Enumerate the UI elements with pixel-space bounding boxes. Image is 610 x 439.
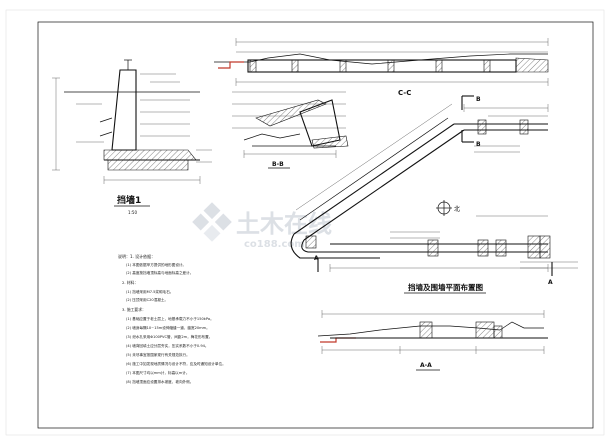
- note-line: (3) 泄水孔采用Φ100PVC管，间距2m，梅花形布置。: [126, 334, 212, 339]
- section-marker-a-left: A: [314, 255, 319, 262]
- drawing-frame: [37, 21, 594, 429]
- note-line: 3. 施工要求：: [122, 307, 146, 312]
- section-bb-view: B-B: [232, 91, 349, 169]
- note-line: (1) 本图依据甲方提供的地形图设计。: [126, 262, 186, 267]
- note-line: (8) 挡墙顶面应设置排水坡度，坡向外侧。: [126, 379, 193, 384]
- section-cc-view: C-C: [214, 38, 549, 97]
- section-marker-b-lower: B: [476, 141, 481, 148]
- note-line: (2) 高度按挡墙顶标高与地面标高之差计。: [126, 270, 193, 275]
- watermark-text: 土木在线: [236, 210, 332, 238]
- note-line: (6) 施工中如发现地质情况与设计不符，应及时通知设计单位。: [126, 361, 226, 366]
- section-aa-view: A-A: [317, 310, 548, 371]
- section-marker-a-right: A: [548, 279, 553, 286]
- section-bb-title: B-B: [272, 161, 284, 168]
- retaining-wall-1-scale: 1:50: [128, 210, 137, 215]
- note-line: (1) 挡墙采用M7.5浆砌毛石。: [126, 289, 173, 294]
- plan-title: 挡墙及围墙平面布置图: [408, 282, 483, 292]
- note-line: (2) 墙身每隔10~15m设伸缩缝一道，缝宽20mm。: [126, 325, 210, 330]
- north-label: 北: [454, 205, 460, 213]
- note-line: (5) 未尽事宜按国家现行有关规范执行。: [126, 352, 190, 357]
- note-line: 2. 材料：: [122, 280, 138, 285]
- section-cc-title: C-C: [398, 89, 411, 97]
- drawing-outer-frame: [5, 9, 605, 436]
- plan-view: A A B B 北 挡墙及围墙平面布置图: [290, 95, 578, 294]
- notes-heading: 说明：1. 设计依据：: [118, 253, 155, 259]
- retaining-wall-1-title: 挡墙1: [117, 194, 141, 206]
- retaining-wall-1-view: 挡墙1 1:50: [52, 59, 212, 215]
- section-aa-title: A-A: [420, 362, 432, 369]
- note-line: (4) 墙背回填土应分层夯实，压实系数不小于0.94。: [126, 343, 209, 348]
- note-line: (7) 本图尺寸均以mm计，标高以m计。: [126, 370, 189, 375]
- watermark-subtext: co188.com: [244, 239, 305, 250]
- note-line: (2) 压顶采用C20混凝土。: [126, 297, 168, 302]
- note-line: (1) 基础应置于老土层上，地基承载力不小于150kPa。: [126, 316, 214, 321]
- section-marker-b: B: [476, 96, 481, 103]
- watermark-logo-icon: [192, 202, 232, 242]
- general-notes: 说明：1. 设计依据： (1) 本图依据甲方提供的地形图设计。 (2) 高度按挡…: [118, 253, 226, 384]
